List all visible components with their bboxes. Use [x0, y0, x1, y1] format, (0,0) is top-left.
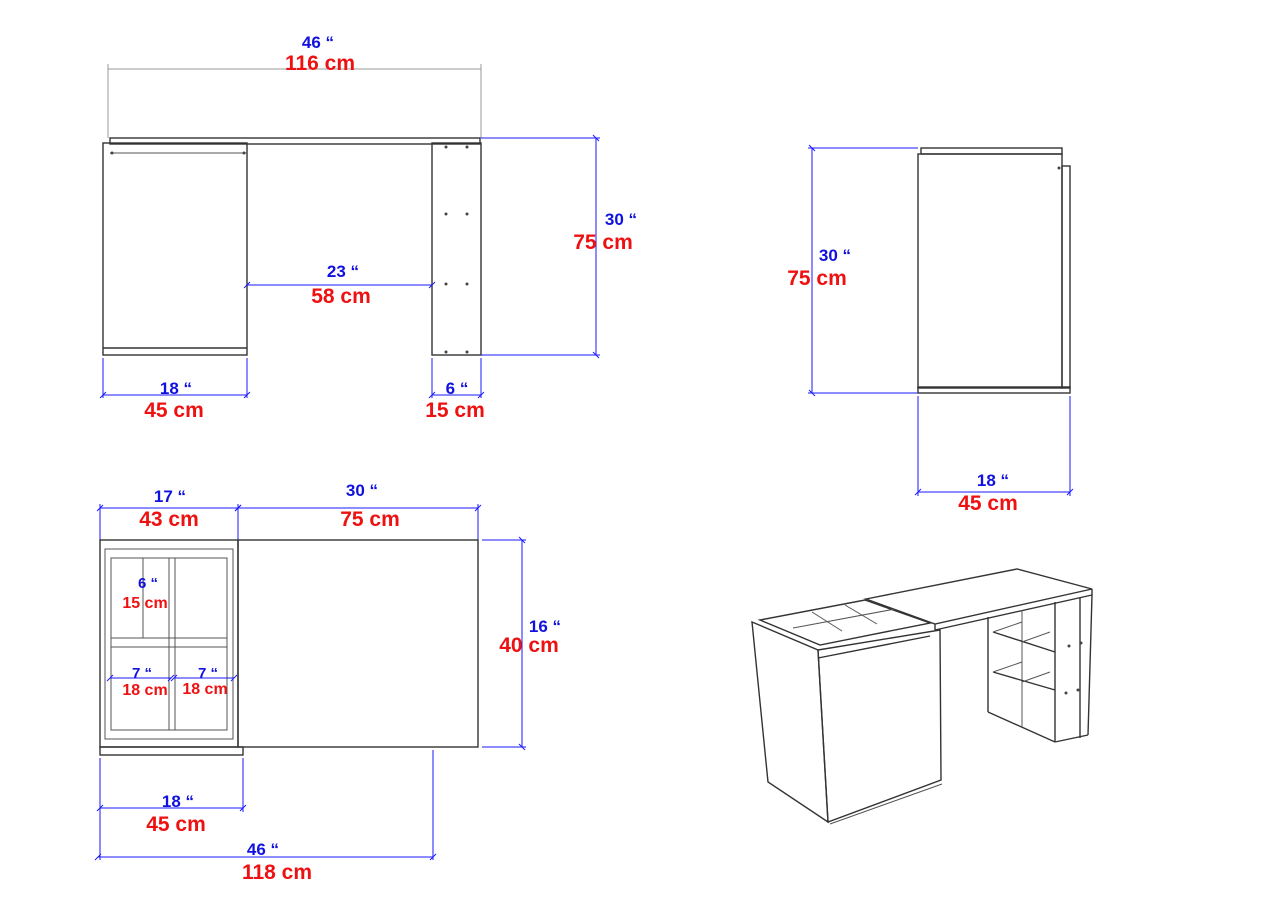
top-depth-cm: 40 cm [499, 634, 559, 657]
top-view: 17 “ 43 cm 30 “ 75 cm 6 “ 15 cm 7 “ 18 c… [94, 481, 561, 884]
front-cabinet-width-cm: 45 cm [144, 399, 204, 422]
front-gap-width-in: 23 “ [327, 262, 359, 281]
compartment-left-in: 7 “ [132, 665, 152, 682]
side-height-in: 30 “ [819, 246, 851, 265]
front-total-width-in: 46 “ [302, 33, 334, 52]
top-bottom-cabinet-width-in: 18 “ [162, 792, 194, 811]
compartment-right-in: 7 “ [198, 665, 218, 682]
side-height-cm: 75 cm [787, 267, 847, 290]
side-view: 30 “ 75 cm 18 “ 45 cm [787, 144, 1074, 515]
top-total-width-cm: 118 cm [242, 861, 312, 884]
front-leg-width-in: 6 “ [446, 379, 469, 398]
side-depth-in: 18 “ [977, 471, 1009, 490]
top-depth-in: 16 “ [529, 617, 561, 636]
front-cabinet-width-in: 18 “ [160, 379, 192, 398]
top-cabinet-width-in: 17 “ [154, 487, 186, 506]
isometric-view [751, 568, 1093, 825]
front-total-width-cm: 116 cm [285, 52, 355, 75]
compartment-left-cm: 18 cm [122, 682, 167, 699]
desk-side-outline [917, 147, 1071, 394]
front-height-in: 30 “ [605, 210, 637, 229]
compartment-height-cm: 15 cm [122, 595, 167, 612]
desk-front-outline [102, 137, 482, 356]
top-cabinet-width-cm: 43 cm [139, 508, 199, 531]
top-total-width-in: 46 “ [247, 840, 279, 859]
front-view: 46 “ 116 cm 23 “ 58 cm 30 “ 75 cm 18 “ 4… [99, 33, 637, 422]
front-gap-width-cm: 58 cm [311, 285, 371, 308]
top-desk-width-cm: 75 cm [340, 508, 400, 531]
top-desk-width-in: 30 “ [346, 481, 378, 500]
compartment-height-in: 6 “ [138, 575, 158, 592]
top-bottom-cabinet-width-cm: 45 cm [146, 813, 206, 836]
compartment-right-cm: 18 cm [182, 681, 227, 698]
desk-top-outline [99, 539, 479, 756]
side-depth-cm: 45 cm [958, 492, 1018, 515]
front-height-cm: 75 cm [573, 231, 633, 254]
front-leg-width-cm: 15 cm [425, 399, 485, 422]
